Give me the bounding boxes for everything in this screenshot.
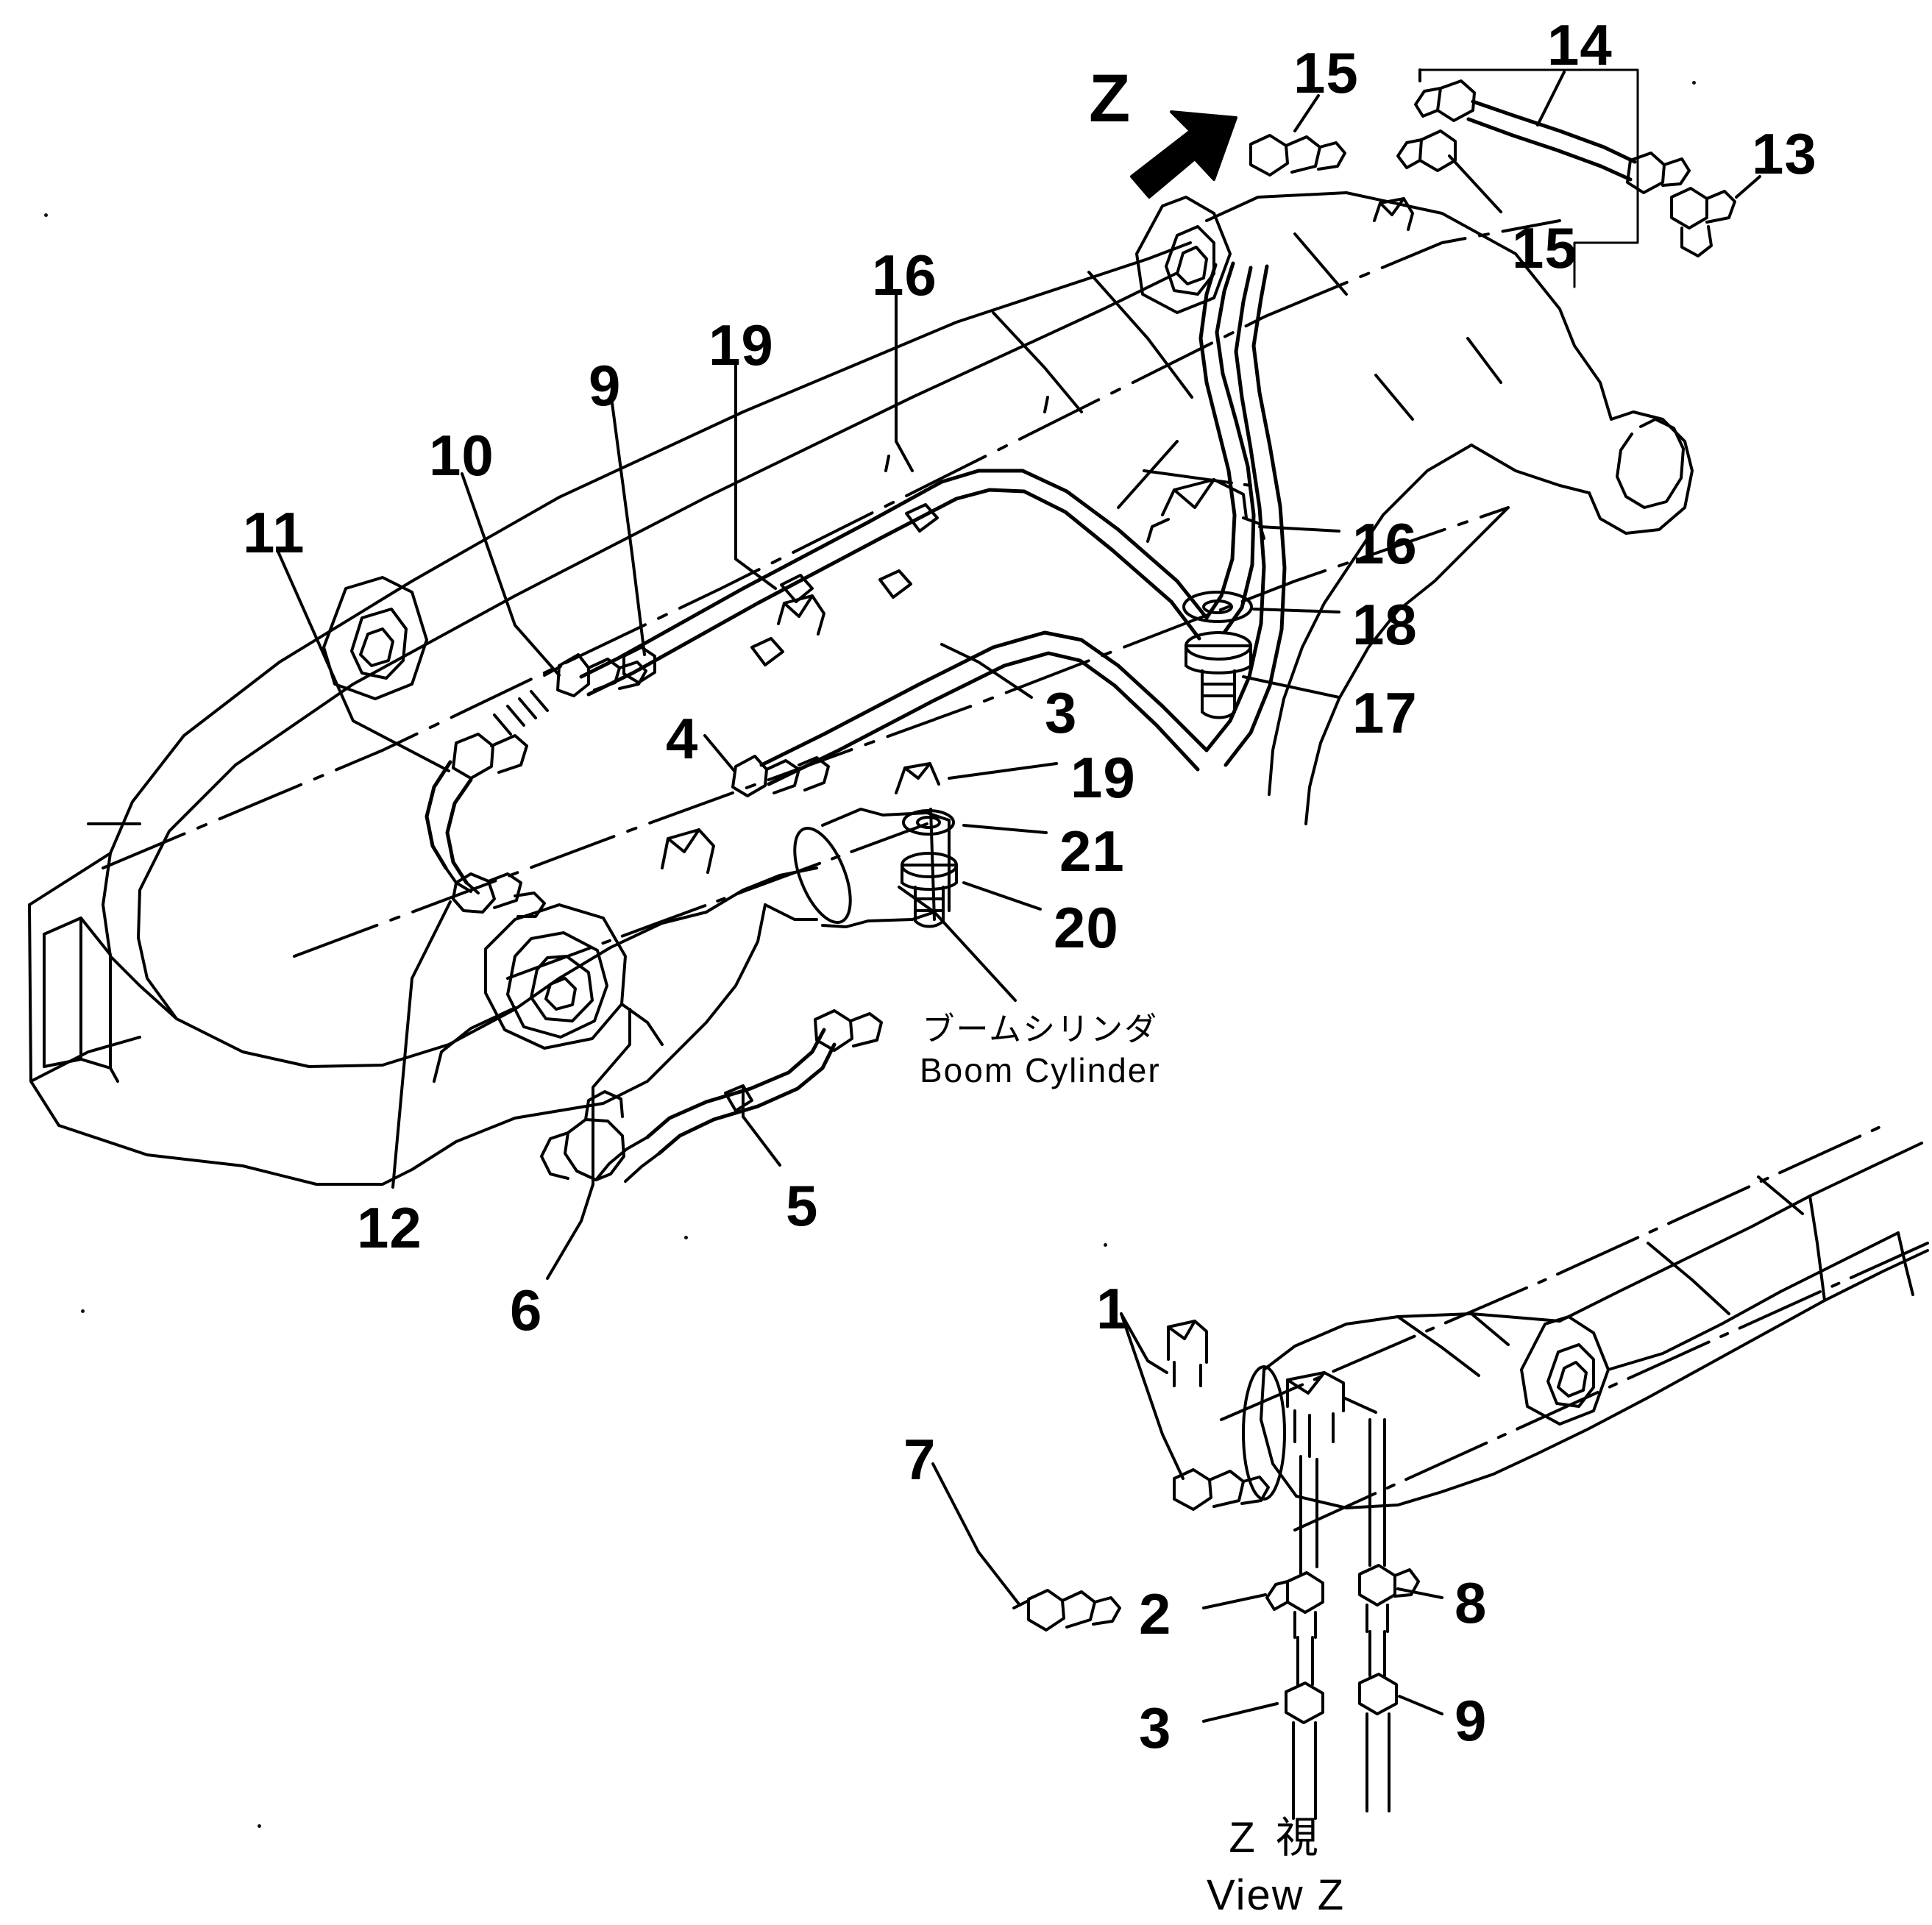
boom-cylinder-caption: ブームシリンダ Boom Cylinder [920,1009,1161,1092]
callout-16-top: 16 [872,243,937,307]
callout-19-lower: 19 [1070,745,1136,810]
callout-1: 1 [1096,1276,1129,1341]
scan-speck [44,213,48,217]
scan-speck [1692,81,1696,85]
callout-21: 21 [1059,819,1125,883]
scan-speck [1104,1243,1107,1247]
callout-11: 11 [243,500,305,565]
callout-5: 5 [786,1173,819,1238]
callout-10: 10 [429,423,494,488]
boom-cylinder-caption-jp: ブームシリンダ [922,1011,1159,1047]
callout-9-lower: 9 [1455,1688,1488,1753]
callout-13: 13 [1752,121,1817,186]
callout-7: 7 [903,1427,937,1492]
callout-19-top: 19 [708,313,774,377]
callout-8: 8 [1455,1570,1488,1635]
callout-15-top: 15 [1293,40,1359,105]
boom-cylinder-caption-en: Boom Cylinder [920,1051,1161,1089]
callout-3-top: 3 [1045,680,1078,745]
callout-9-top: 9 [589,353,622,418]
callout-2: 2 [1139,1581,1172,1646]
view-z-caption-jp: Z 視 [1229,1814,1323,1862]
callout-6: 6 [510,1278,543,1342]
scan-speck [684,1236,688,1239]
view-z-caption: Z 視 View Z [1207,1810,1345,1925]
callout-16-right: 16 [1352,511,1418,576]
callout-15-right: 15 [1512,216,1577,280]
callout-12: 12 [357,1195,422,1260]
callout-20: 20 [1054,895,1119,960]
callout-4: 4 [666,706,699,771]
callout-18: 18 [1352,592,1418,657]
view-z-caption-en: View Z [1207,1871,1346,1920]
scan-speck [258,1824,261,1828]
callout-17: 17 [1352,680,1418,745]
section-arrow-label-z: Z [1089,61,1131,136]
callout-3-lower: 3 [1139,1696,1172,1760]
callout-14: 14 [1547,13,1613,77]
scan-speck [81,1309,85,1313]
